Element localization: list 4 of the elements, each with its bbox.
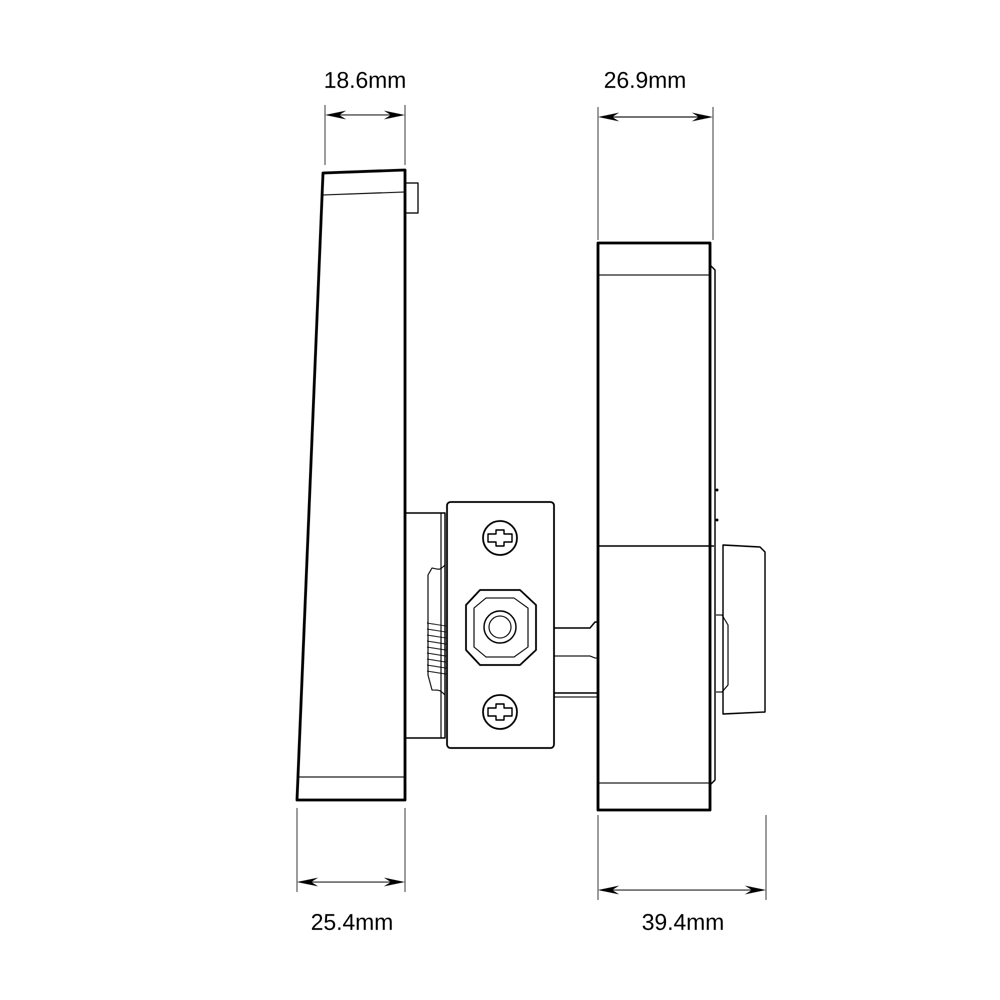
dimension-label: 25.4mm xyxy=(312,914,392,930)
dimension-label: 39.4mm xyxy=(642,914,723,930)
dimension-label: 18.6mm xyxy=(325,72,405,88)
dimension-label: 26.9mm xyxy=(604,72,685,88)
